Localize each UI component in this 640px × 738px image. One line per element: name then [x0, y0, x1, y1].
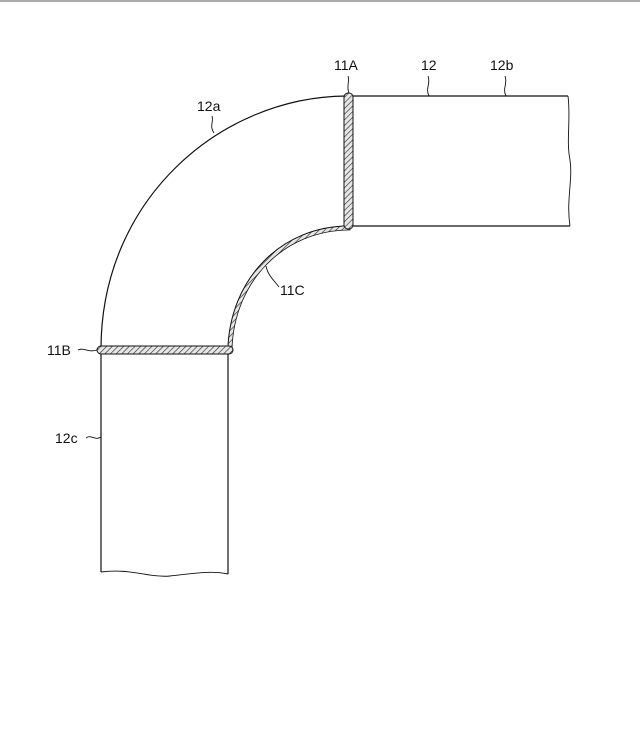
leader-12a — [212, 116, 214, 133]
weld-11b-band — [97, 346, 233, 354]
leader-12c — [86, 437, 101, 439]
leader-12b — [505, 76, 506, 96]
elbow-outer-arc — [101, 96, 346, 349]
pipe-12b-break — [568, 96, 571, 226]
weld-11a-band — [344, 93, 353, 229]
label-11c: 11C — [280, 282, 305, 298]
label-11a: 11A — [334, 57, 359, 73]
leader-11c — [266, 266, 279, 287]
label-12: 12 — [421, 57, 437, 73]
leader-11b — [78, 349, 97, 351]
pipe-12c-break — [101, 571, 228, 576]
leader-11a — [348, 76, 349, 93]
label-12b: 12b — [490, 57, 514, 73]
label-11b: 11B — [47, 342, 71, 358]
label-12a: 12a — [197, 98, 221, 114]
leader-12 — [428, 76, 429, 96]
label-12c: 12c — [55, 430, 78, 446]
